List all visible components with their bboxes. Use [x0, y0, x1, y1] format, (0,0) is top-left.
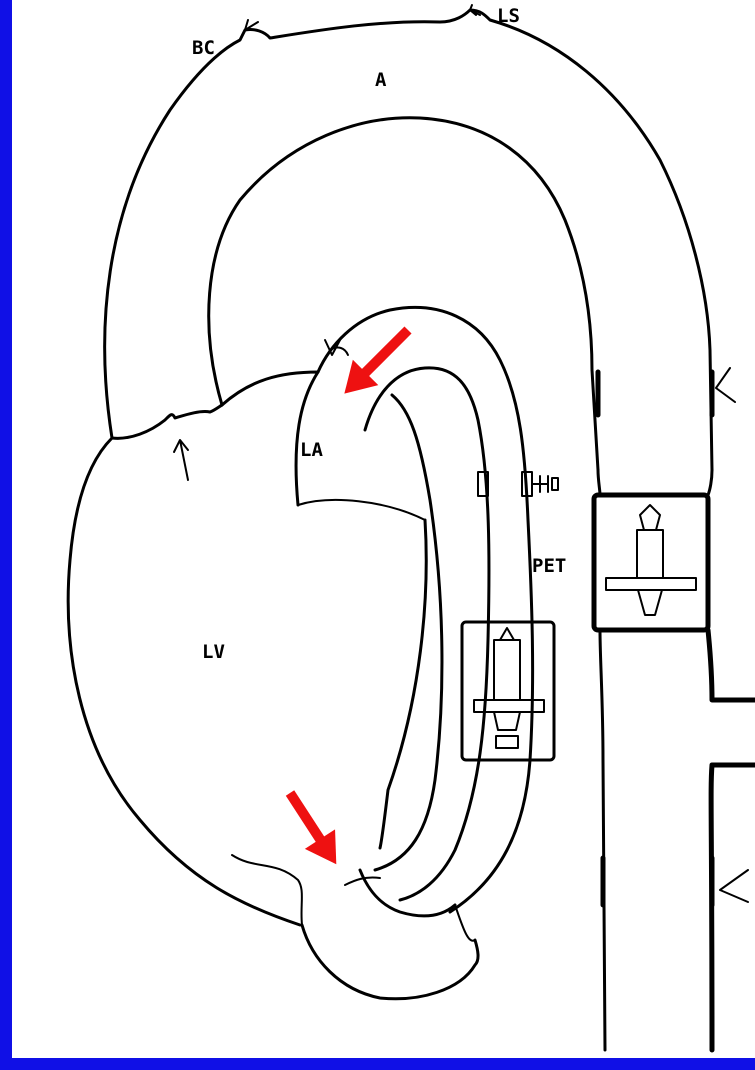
- tie-icon: [603, 858, 712, 905]
- valve-icon: [462, 622, 554, 760]
- label-left-ventricle: LV: [202, 641, 225, 663]
- apical-conduit-outer: [302, 925, 478, 999]
- apex-seam: [455, 905, 475, 941]
- outflow-left-wall: [598, 470, 605, 1050]
- aortic-arrow-icon: [174, 440, 188, 480]
- ventricle-apex-lower: [232, 855, 302, 925]
- outflow-branch: [708, 630, 755, 1050]
- aortic-root: [112, 405, 222, 438]
- suture-arrow-icon: [720, 870, 748, 902]
- label-bc: BC: [192, 37, 215, 59]
- clamp-icon: [478, 472, 558, 496]
- aortic-arch-inner: [209, 118, 598, 470]
- label-aorta: A: [375, 69, 387, 91]
- atrial-conduit-inner-wall: [375, 395, 442, 870]
- ventricle-septum: [298, 500, 425, 520]
- valve-icon: [594, 495, 708, 630]
- label-left-atrium: LA: [300, 439, 323, 461]
- suture-arrow-icon: [716, 368, 735, 402]
- red-arrow-icon: [275, 783, 351, 874]
- red-arrow-icon: [332, 317, 421, 406]
- label-pet: PET: [532, 555, 566, 577]
- apical-conduit-rim: [345, 877, 380, 885]
- outflow-right-wall: [708, 470, 712, 495]
- ventricle-inner-wall: [380, 520, 426, 848]
- heart-diagram: BC LS A LA LV PET: [12, 0, 755, 1058]
- label-ls: LS: [497, 5, 520, 27]
- aortic-arch-outer: [105, 10, 712, 470]
- left-ventricle-outline: [68, 438, 300, 925]
- diagram-canvas: BC LS A LA LV PET: [12, 0, 755, 1058]
- tie-icon: [598, 372, 712, 415]
